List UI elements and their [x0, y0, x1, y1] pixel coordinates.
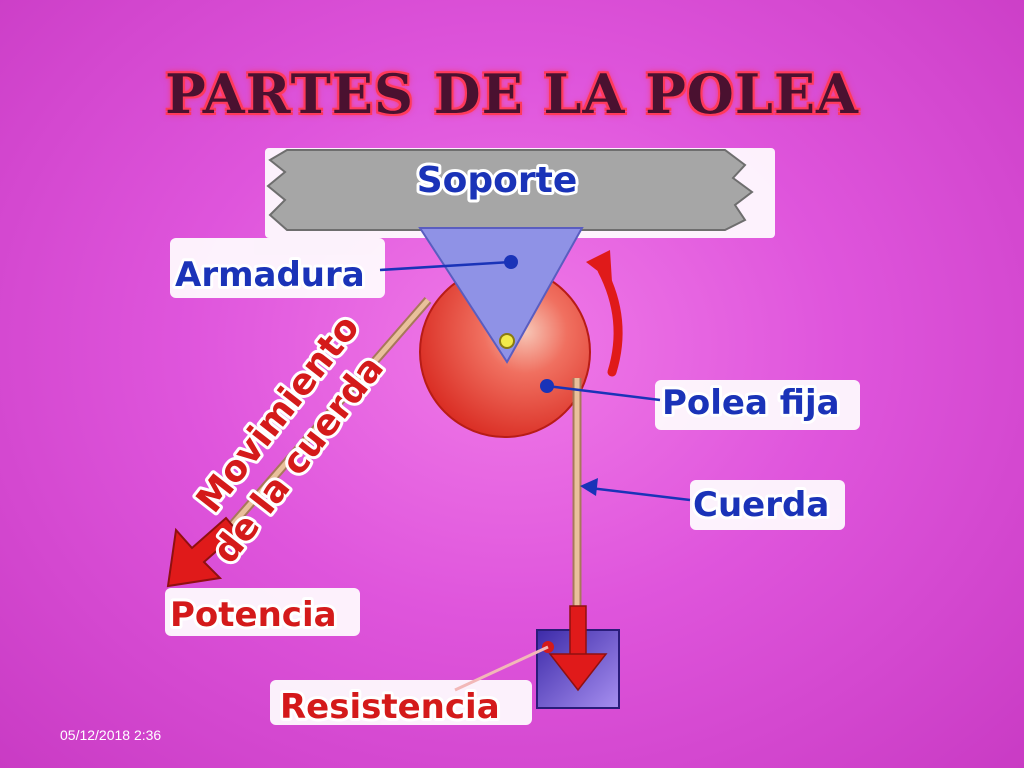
polea-fija-label: Polea fija: [662, 383, 840, 423]
resistencia-label: Resistencia: [280, 687, 500, 727]
leader-cuerda: [589, 486, 691, 502]
footer-date: 05/12/2018 2:36: [60, 727, 162, 743]
axle: [499, 333, 515, 349]
cuerda-label: Cuerda: [693, 485, 829, 525]
weight-arrowhead: [548, 653, 608, 692]
potencia-arrow: [166, 516, 240, 588]
movimiento-label-group: Movimiento de la cuerda: [186, 305, 395, 575]
rotation-arrow: [597, 265, 623, 377]
rotation-arrowhead: [586, 250, 612, 282]
leader-resistencia: [454, 645, 549, 692]
armadura-label: Armadura: [175, 255, 365, 295]
potencia-label: Potencia: [170, 595, 337, 635]
weight-arrow-shaft: [569, 605, 587, 657]
armadura-frame: [418, 227, 584, 364]
leader-cuerda-arrowhead: [580, 478, 598, 496]
leader-armadura: [379, 260, 512, 272]
support-beam: [266, 149, 754, 231]
support-label: Soporte: [417, 160, 578, 201]
rope-left-inner: [210, 298, 430, 550]
slide-title: PARTES DE LA POLEA: [165, 62, 859, 126]
leader-polea-fija: [546, 384, 661, 402]
